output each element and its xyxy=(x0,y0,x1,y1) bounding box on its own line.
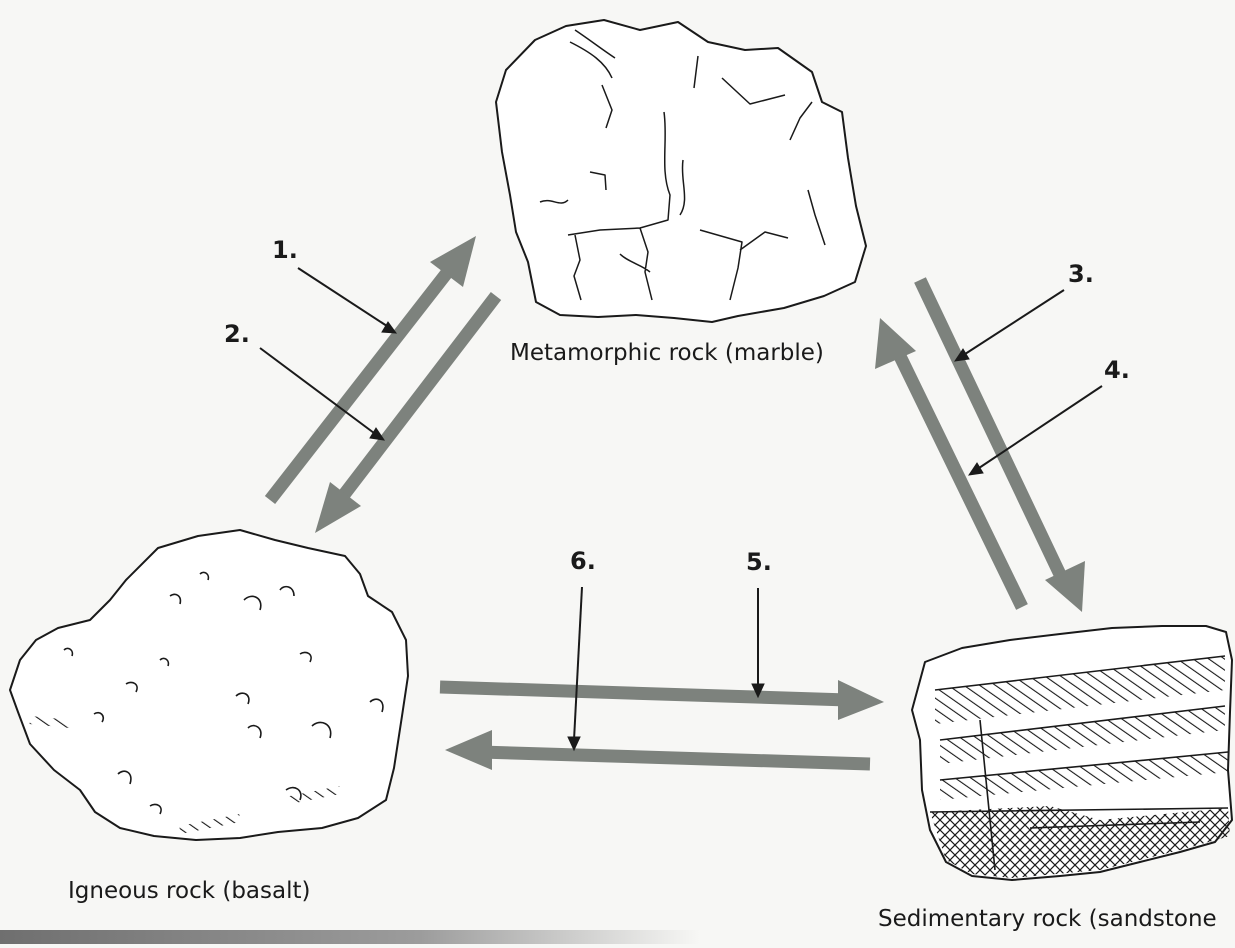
sandstone-rock-icon xyxy=(912,626,1232,880)
process-label-4: 4. xyxy=(1104,356,1130,384)
bottom-edge-band xyxy=(0,930,700,944)
leader-arrow-5 xyxy=(752,588,764,697)
arrow-igneous-to-sedimentary xyxy=(440,680,884,720)
process-label-5: 5. xyxy=(746,548,772,576)
igneous-rock-label: Igneous rock (basalt) xyxy=(68,878,310,904)
basalt-rock-icon xyxy=(10,530,408,840)
arrow-sedimentary-to-igneous xyxy=(445,730,870,770)
process-label-1: 1. xyxy=(272,236,298,264)
leader-arrow-6 xyxy=(568,587,582,750)
leader-arrow-1 xyxy=(298,268,396,333)
process-label-2: 2. xyxy=(224,320,250,348)
marble-rock-icon xyxy=(496,20,866,322)
sedimentary-rock-label: Sedimentary rock (sandstone xyxy=(878,906,1217,932)
leader-arrow-3 xyxy=(955,290,1064,361)
metamorphic-rock-label: Metamorphic rock (marble) xyxy=(510,340,824,366)
process-label-3: 3. xyxy=(1068,260,1094,288)
process-label-6: 6. xyxy=(570,547,596,575)
